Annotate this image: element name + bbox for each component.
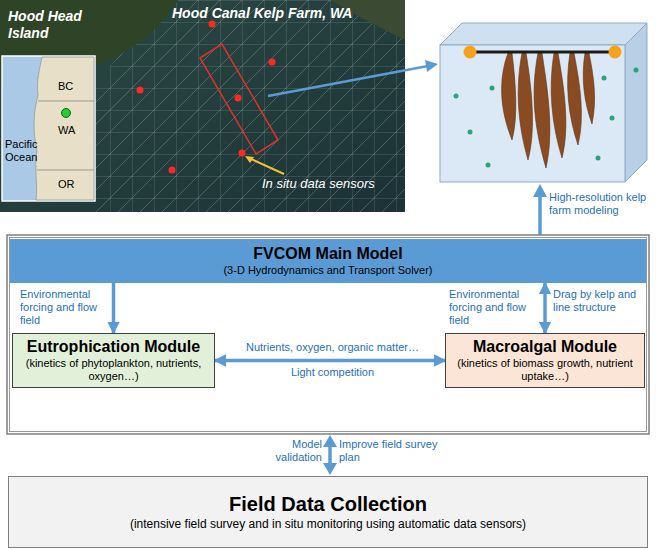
arrow-note: Nutrients, oxygen, organic matter…	[220, 341, 445, 354]
box-description: (kinetics of phytoplankton, nutrients, o…	[19, 357, 208, 383]
validation-arrow	[328, 446, 332, 464]
arrow-note: Drag by kelp and line structure	[553, 288, 645, 314]
state-borders	[37, 101, 94, 170]
box-title: Field Data Collection	[229, 493, 427, 517]
region-name: OR	[58, 178, 88, 191]
modeling-arrow-head	[533, 184, 547, 197]
inset-land	[34, 57, 94, 200]
box-title: Macroalgal Module	[473, 338, 617, 357]
arrow-note: Environmental forcing and flow field	[449, 288, 537, 328]
longline	[470, 51, 615, 54]
satellite-water	[0, 0, 405, 212]
arrow-note: Model validation	[244, 438, 322, 464]
sensor-callout: In situ data sensors	[262, 176, 402, 192]
sensor-dots	[137, 21, 276, 174]
map-title: Hood Canal Kelp Farm, WA	[172, 5, 394, 22]
box-description: (intensive field survey and in situ moni…	[130, 517, 526, 531]
buoy	[464, 46, 477, 59]
arrow-note: High-resolution kelp farm modeling	[549, 191, 651, 217]
arrow-note: Environmental forcing and flow field	[20, 288, 106, 328]
leader-line	[249, 158, 284, 174]
box-front	[440, 45, 625, 182]
water-particles	[454, 68, 639, 168]
module-box: Macroalgal Module(kinetics of biomass gr…	[445, 333, 645, 388]
module-box: Eutrophication Module(kinetics of phytop…	[12, 333, 215, 388]
model-frame-inner	[10, 238, 647, 432]
box-top	[440, 23, 647, 45]
field-data-box: Field Data Collection(intensive field su…	[8, 476, 648, 548]
buoy	[609, 46, 622, 59]
arrow-note: Light competition	[220, 366, 445, 379]
zoom-arrow	[268, 66, 428, 96]
validation-arrow-head	[323, 463, 337, 475]
region-name: WA	[58, 124, 88, 137]
farm-outline	[200, 44, 278, 154]
region-name: Pacific Ocean	[5, 138, 39, 164]
flow-arrow	[215, 359, 445, 363]
site-marker	[62, 109, 71, 118]
box-side	[625, 23, 647, 182]
main-model-band: FVCOM Main Model(3-D Hydrodynamics and T…	[10, 239, 646, 283]
model-frame	[7, 235, 649, 434]
arrow-note: Improve field survey plan	[339, 438, 439, 464]
box-title: Eutrophication Module	[27, 338, 200, 357]
kelp-blades	[502, 53, 595, 168]
inset-ocean	[2, 56, 95, 201]
place-name: Hood Head Island	[8, 8, 100, 42]
flow-arrow	[112, 283, 116, 333]
model-mesh	[95, 0, 405, 212]
flow-arrow	[543, 283, 547, 333]
modeling-arrow	[538, 196, 542, 236]
box-title: FVCOM Main Model	[253, 245, 402, 264]
leader-head	[245, 156, 254, 163]
box-description: (3-D Hydrodynamics and Transport Solver)	[223, 264, 432, 277]
box-description: (kinetics of biomass growth, nutrient up…	[452, 357, 638, 383]
validation-arrow-head	[323, 435, 337, 447]
region-name: BC	[58, 80, 88, 93]
zoom-arrow-head	[425, 60, 438, 72]
